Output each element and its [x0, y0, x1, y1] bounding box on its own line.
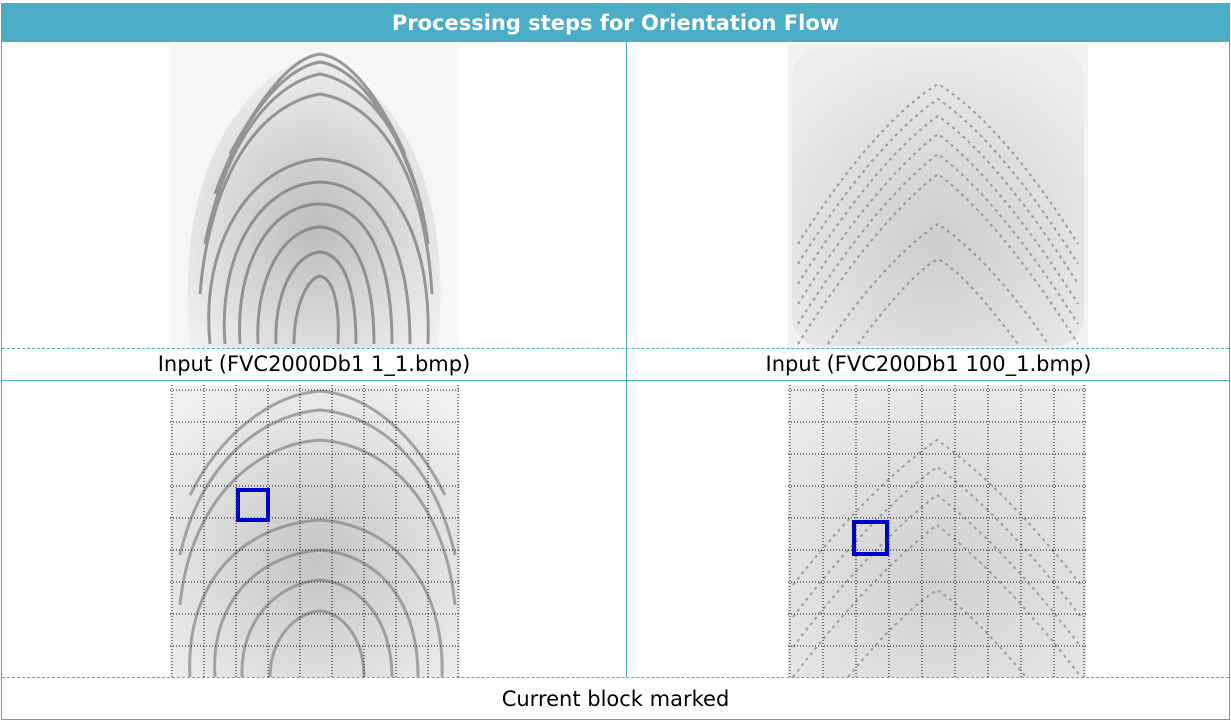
caption-divider-row2 — [2, 677, 1229, 678]
table-header: Processing steps for Orientation Flow — [2, 4, 1229, 42]
caption-left-input: Input (FVC2000Db1 1_1.bmp) — [157, 352, 471, 376]
column-divider — [626, 42, 627, 677]
caption-divider-row1 — [2, 348, 1229, 349]
figure-table: Processing steps for Orientation Flow — [1, 3, 1230, 720]
current-block-marker-right — [852, 520, 889, 556]
caption-right-input: Input (FVC200Db1 100_1.bmp) — [765, 352, 1092, 376]
fingerprint-image-left — [170, 44, 458, 348]
current-block-marker-left — [236, 488, 270, 522]
gridded-fingerprint-right — [788, 385, 1086, 677]
row-divider — [2, 380, 1229, 381]
gridded-fingerprint-left — [170, 385, 460, 677]
fingerprint-image-right — [788, 44, 1088, 350]
caption-current-block: Current block marked — [501, 686, 730, 711]
